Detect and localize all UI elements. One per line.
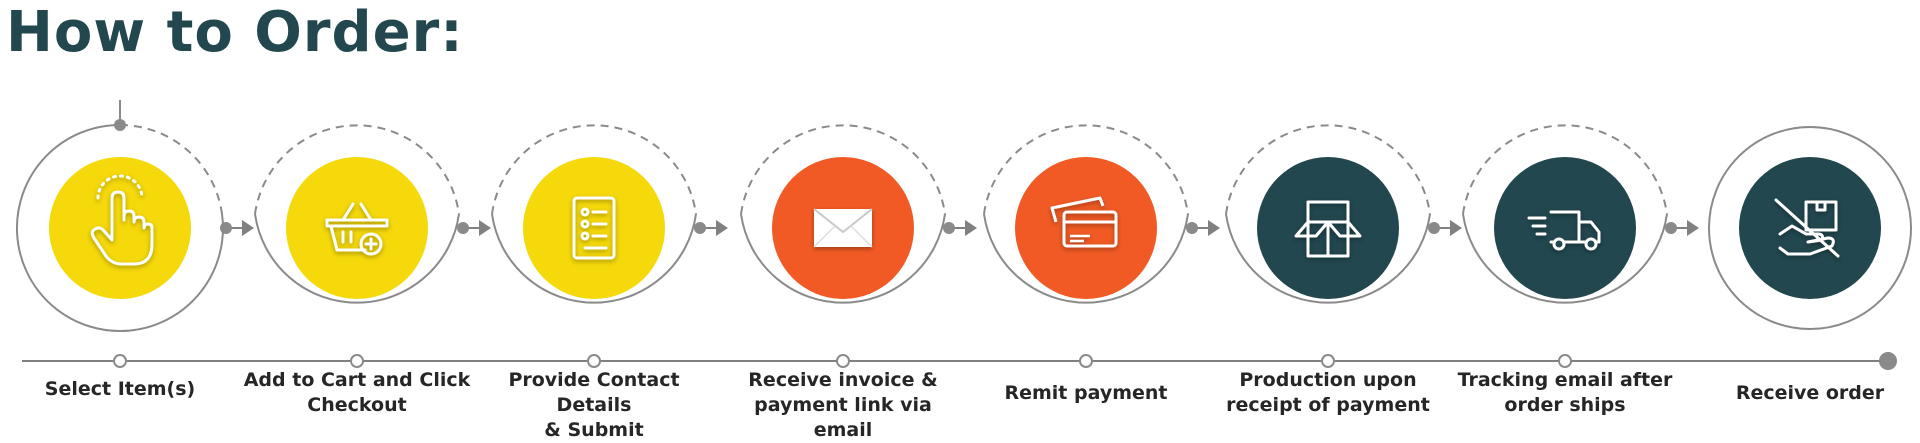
page-title: How to Order:	[6, 0, 464, 65]
step-2	[254, 124, 491, 368]
cart-add-icon	[325, 202, 389, 256]
step-5-marker	[1079, 354, 1093, 368]
step-8-label: Receive order	[1735, 382, 1885, 404]
step-4	[740, 124, 977, 368]
step-7-marker	[1558, 354, 1572, 368]
step-6-label: Production upon receipt of payment	[1226, 369, 1430, 416]
checklist-icon	[572, 196, 616, 260]
step-8-disc	[1739, 157, 1881, 299]
step-4-outer-ring-solid	[740, 213, 946, 304]
step-3	[491, 124, 728, 368]
step-4-label: Receive invoice & payment link via email	[748, 369, 938, 441]
step-3-outer-ring-dashed	[491, 124, 697, 215]
step-4-marker	[836, 354, 850, 368]
step-1-connector-dot	[220, 222, 232, 234]
step-7-arrowhead	[1687, 220, 1699, 236]
step-3-outer-ring-solid	[491, 213, 697, 304]
step-2-outer-ring-solid	[254, 213, 460, 304]
step-2-disc	[286, 157, 428, 299]
step-5-outer-ring-solid	[983, 213, 1189, 304]
step-3-connector-dot	[694, 222, 706, 234]
step-4-connector-dot	[943, 222, 955, 234]
step-2-label: Add to Cart and Click Checkout	[243, 369, 471, 416]
credit-card-icon	[1050, 196, 1118, 248]
step-2-outer-ring-dashed	[254, 124, 460, 215]
step-7-disc	[1494, 157, 1636, 299]
step-2-marker	[350, 354, 364, 368]
step-3-marker	[587, 354, 601, 368]
step-1	[16, 100, 254, 368]
step-5	[983, 124, 1220, 368]
timeline-end-dot	[1879, 352, 1897, 370]
step-1-start-dot	[114, 119, 126, 131]
step-7-outer-ring-dashed	[1462, 124, 1668, 215]
step-1-label: Select Item(s)	[44, 378, 196, 400]
step-4-outer-ring-dashed	[740, 124, 946, 215]
step-4-arrowhead	[965, 220, 977, 236]
package-delivered-icon	[1774, 198, 1840, 258]
delivery-truck-icon	[1527, 210, 1601, 251]
step-1-arrowhead	[242, 220, 254, 236]
step-2-arrowhead	[479, 220, 491, 236]
open-box-icon	[1294, 200, 1362, 258]
step-3-disc	[523, 157, 665, 299]
step-6-connector-dot	[1428, 222, 1440, 234]
step-7-label: Tracking email after order ships	[1457, 369, 1673, 416]
pointing-hand-icon	[90, 174, 154, 266]
step-5-arrowhead	[1208, 220, 1220, 236]
step-7-outer-ring-solid	[1462, 213, 1668, 304]
step-2-connector-dot	[457, 222, 469, 234]
step-6-outer-ring-dashed	[1225, 124, 1431, 215]
step-5-connector-dot	[1186, 222, 1198, 234]
step-5-label: Remit payment	[1004, 382, 1168, 404]
step-3-label: Provide Contact Details & Submit	[508, 369, 680, 441]
step-3-arrowhead	[716, 220, 728, 236]
step-6-marker	[1321, 354, 1335, 368]
order-process-diagram	[16, 100, 1912, 370]
step-6-outer-ring-solid	[1225, 213, 1431, 304]
step-5-outer-ring-dashed	[983, 124, 1189, 215]
step-1-disc	[49, 157, 191, 299]
step-8	[1708, 126, 1912, 330]
step-7	[1462, 124, 1699, 368]
step-6-arrowhead	[1450, 220, 1462, 236]
step-7-connector-dot	[1665, 222, 1677, 234]
step-1-outer-ring-solid	[16, 124, 224, 332]
envelope-icon	[813, 208, 873, 248]
step-8-outer-ring-solid	[1708, 126, 1912, 330]
step-5-disc	[1015, 157, 1157, 299]
step-1-outer-ring-dashed	[119, 124, 223, 215]
step-1-marker	[113, 354, 127, 368]
step-6	[1225, 124, 1462, 368]
